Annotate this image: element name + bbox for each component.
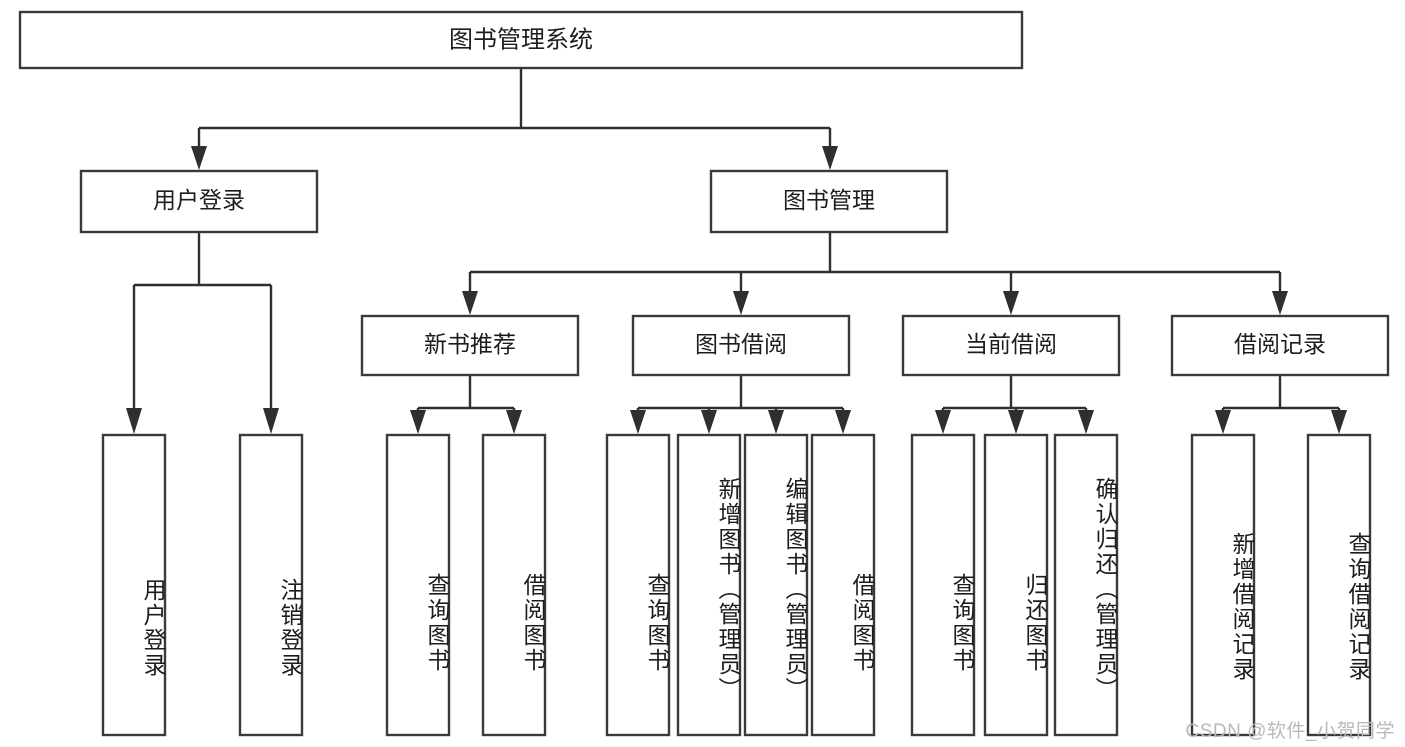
arrow-head-user-login [191, 146, 207, 170]
arrow-head-leaf-user-login [126, 408, 142, 434]
node-leaf-logout-box[interactable] [238, 433, 304, 737]
node-root[interactable]: 图书管理系统 [18, 10, 1024, 70]
connector-group-user-login [126, 232, 279, 434]
arrow-head-leaf-edit-book-admin [768, 410, 784, 434]
arrow-head-leaf-query-borrow-record [1331, 410, 1347, 434]
node-current-borrow-label: 当前借阅 [965, 331, 1057, 357]
connector-group-borrow-records [1215, 375, 1347, 434]
node-leaf-borrow-book-box[interactable] [810, 433, 876, 737]
arrow-head-leaf-add-borrow-record [1215, 410, 1231, 434]
node-borrow-records-box[interactable] [1170, 314, 1390, 377]
connector-group-new-book-recommend [410, 375, 522, 434]
node-leaf-return-book-box[interactable] [983, 433, 1049, 737]
node-book-borrow-label: 图书借阅 [695, 331, 787, 357]
node-leaf-query-book-current-box[interactable] [910, 433, 976, 737]
arrow-head-current-borrow [1003, 291, 1019, 315]
node-leaf-query-book-borrow-box[interactable] [605, 433, 671, 737]
node-leaf-query-borrow-record-box[interactable] [1306, 433, 1372, 737]
node-book-management-box[interactable] [709, 169, 949, 234]
node-borrow-records-label: 借阅记录 [1234, 331, 1326, 357]
node-borrow-records[interactable]: 借阅记录 [1170, 314, 1390, 377]
connector-group-book-management [462, 232, 1288, 315]
node-user-login-label: 用户登录 [153, 187, 245, 213]
connector-group-book-borrow [630, 375, 851, 434]
node-book-management[interactable]: 图书管理 [709, 169, 949, 234]
node-book-management-label: 图书管理 [783, 187, 875, 213]
node-root-label: 图书管理系统 [449, 26, 593, 53]
node-book-borrow[interactable]: 图书借阅 [631, 314, 851, 377]
watermark-text: CSDN @软件_小贺同学 [1185, 721, 1395, 742]
connector-group-root [191, 68, 838, 170]
node-leaf-query-book-recommend-box[interactable] [385, 433, 451, 737]
arrow-head-leaf-return-book [1008, 410, 1024, 434]
node-new-book-recommend[interactable]: 新书推荐 [360, 314, 580, 377]
arrow-head-leaf-borrow-book-recommend [506, 410, 522, 434]
arrow-head-leaf-logout [263, 408, 279, 434]
node-current-borrow[interactable]: 当前借阅 [901, 314, 1121, 377]
node-current-borrow-box[interactable] [901, 314, 1121, 377]
node-leaf-user-login-box[interactable] [101, 433, 167, 737]
arrow-head-borrow-records [1272, 291, 1288, 315]
node-leaf-borrow-book-recommend-box[interactable] [481, 433, 547, 737]
arrow-head-book-management [822, 146, 838, 170]
arrow-head-leaf-borrow-book [835, 410, 851, 434]
arrow-head-leaf-confirm-return-admin [1078, 410, 1094, 434]
node-leaf-add-borrow-record-box[interactable] [1190, 433, 1256, 737]
connector-group-current-borrow [935, 375, 1094, 434]
arrow-head-leaf-query-book-current [935, 410, 951, 434]
node-book-borrow-box[interactable] [631, 314, 851, 377]
arrow-head-leaf-query-book-borrow [630, 410, 646, 434]
arrow-head-leaf-query-book-recommend [410, 410, 426, 434]
arrow-head-new-book-recommend [462, 291, 478, 315]
node-leaf-confirm-return-admin-box[interactable] [1053, 433, 1119, 737]
node-user-login-box[interactable] [79, 169, 319, 234]
node-new-book-recommend-label: 新书推荐 [424, 331, 516, 357]
node-new-book-recommend-box[interactable] [360, 314, 580, 377]
arrow-head-book-borrow [733, 291, 749, 315]
node-leaf-edit-book-admin-box[interactable] [743, 433, 809, 737]
node-user-login[interactable]: 用户登录 [79, 169, 319, 234]
node-root-box[interactable] [18, 10, 1024, 70]
arrow-head-leaf-add-book-admin [701, 410, 717, 434]
node-leaf-add-book-admin-box[interactable] [676, 433, 742, 737]
leaf-box-group [101, 433, 1372, 737]
